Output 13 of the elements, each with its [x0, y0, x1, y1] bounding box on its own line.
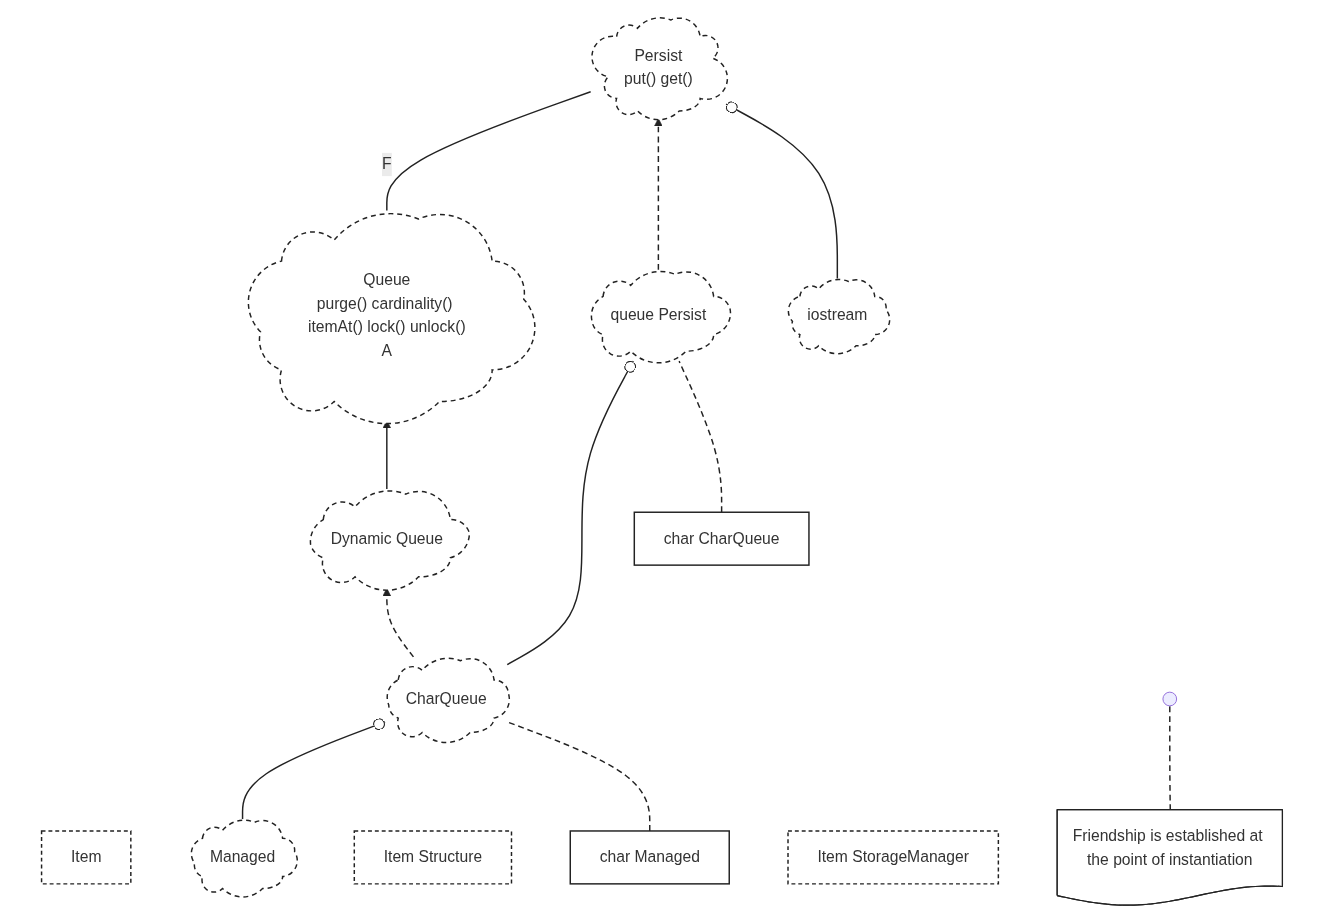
node-box: char Managed [569, 830, 730, 885]
connector [506, 721, 651, 832]
connector [386, 90, 592, 212]
edge-label: F [382, 155, 392, 173]
connector [506, 360, 637, 666]
node-box: Item StorageManager [787, 830, 1000, 885]
arrow [654, 118, 663, 271]
connector [241, 718, 386, 820]
node-box: char CharQueue [633, 511, 810, 566]
node-box: Item Structure [353, 830, 513, 885]
node-box: Item [40, 830, 132, 885]
connector [678, 360, 723, 513]
connector [725, 101, 839, 280]
